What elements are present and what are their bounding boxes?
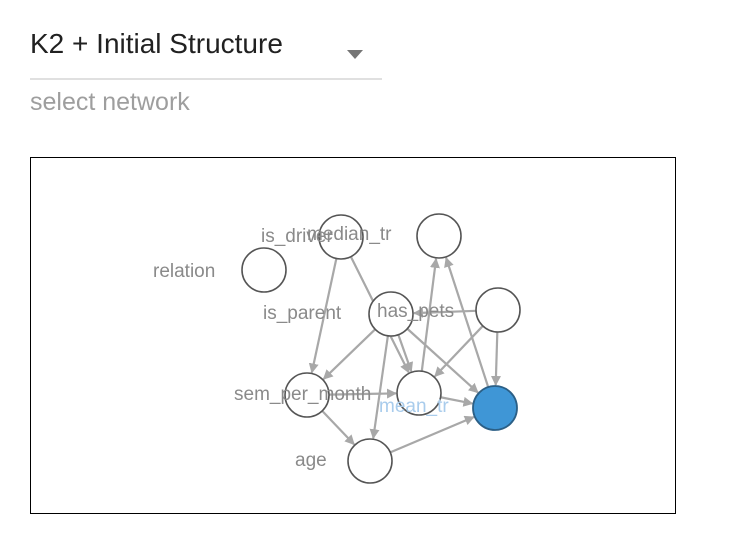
edge-sem_per_month-to-age bbox=[321, 410, 355, 446]
edge-age-to-selected bbox=[389, 415, 475, 454]
node-mean_tr[interactable] bbox=[396, 370, 442, 416]
edge-mean_tr-to-selected bbox=[440, 396, 474, 407]
select-helper-text: select network bbox=[30, 88, 190, 116]
edge-has_pets-to-age bbox=[369, 335, 389, 440]
node-label-is_parent: is_parent bbox=[263, 303, 342, 324]
node-age[interactable] bbox=[347, 438, 393, 484]
edge-has_pets-to-mean_tr bbox=[397, 334, 414, 373]
edge-sem_per_month-to-mean_tr bbox=[328, 388, 398, 399]
edge-selected-to-top_right bbox=[444, 256, 490, 388]
edge-right_mid-to-selected bbox=[490, 331, 501, 387]
node-label-is_driver: is_driver bbox=[261, 226, 333, 247]
network-select-value[interactable]: K2 + Initial Structure bbox=[30, 28, 283, 59]
node-median_tr[interactable] bbox=[318, 214, 364, 260]
node-relation[interactable] bbox=[241, 247, 287, 293]
edge-median_tr-to-sem_per_month bbox=[308, 258, 338, 374]
edge-has_pets-to-selected bbox=[406, 327, 479, 394]
node-selected[interactable] bbox=[472, 385, 518, 431]
node-label-has_pets: has_pets bbox=[377, 301, 454, 322]
graph-nodes[interactable] bbox=[241, 213, 521, 484]
edge-has_pets-to-sem_per_month bbox=[322, 328, 376, 380]
node-label-median_tr: median_tr bbox=[307, 224, 392, 245]
node-right_mid[interactable] bbox=[475, 287, 521, 333]
select-underline bbox=[30, 78, 382, 80]
node-has_pets[interactable] bbox=[368, 291, 414, 337]
node-label-age: age bbox=[295, 450, 327, 471]
node-label-sem_per_month: sem_per_month bbox=[234, 384, 371, 405]
node-sem_per_month[interactable] bbox=[284, 372, 330, 418]
edge-mean_tr-to-top_right bbox=[420, 257, 440, 372]
node-label-mean_tr: mean_tr bbox=[379, 396, 449, 417]
graph-edges bbox=[308, 256, 501, 454]
edge-right_mid-to-has_pets bbox=[412, 307, 477, 318]
arrow-drop-down-icon[interactable] bbox=[345, 48, 365, 60]
edge-right_mid-to-mean_tr bbox=[434, 325, 484, 378]
node-label-relation: relation bbox=[153, 261, 215, 282]
node-top_right[interactable] bbox=[416, 213, 462, 259]
network-select[interactable]: K2 + Initial Structure bbox=[30, 22, 382, 80]
